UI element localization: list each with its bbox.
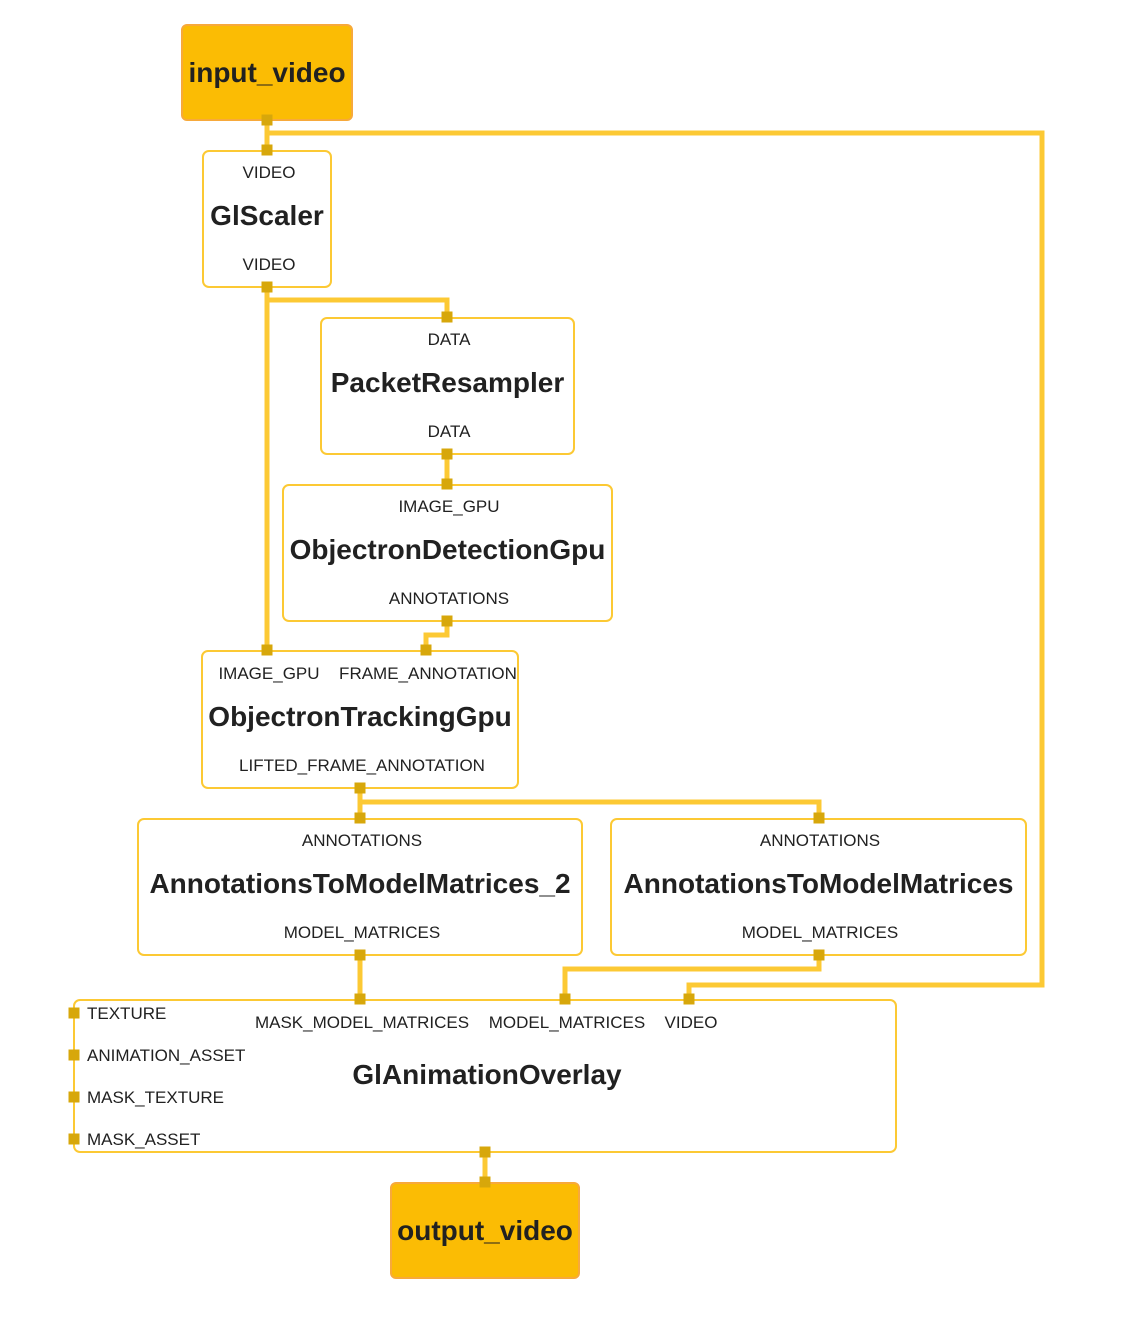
- input-port-label: VIDEO: [242, 163, 296, 182]
- port-connector: [813, 949, 825, 961]
- input-port-label: MODEL_MATRICES: [488, 1013, 646, 1032]
- node-title: ObjectronTrackingGpu: [208, 701, 512, 732]
- input-port-label: FRAME_ANNOTATION: [339, 664, 517, 683]
- port-connector: [261, 644, 273, 656]
- port-connector: [354, 949, 366, 961]
- edge-tracking-to-annotations: [360, 799, 822, 818]
- input-port-label: DATA: [427, 330, 471, 349]
- input-port-label: MASK_MODEL_MATRICES: [254, 1013, 470, 1032]
- node-title: GlAnimationOverlay: [352, 1059, 622, 1090]
- input-port-label: IMAGE_GPU: [218, 664, 320, 683]
- port-connector: [813, 812, 825, 824]
- port-connector: [354, 993, 366, 1005]
- annotations-to-model-matrices-node[interactable]: ANNOTATIONS AnnotationsToModelMatrices M…: [610, 818, 1027, 956]
- objectron-tracking-node[interactable]: IMAGE_GPU FRAME_ANNOTATION ObjectronTrac…: [201, 650, 519, 789]
- port-connector: [261, 114, 273, 126]
- edge-input-to-overlay-video: [267, 130, 1045, 999]
- input-port-label: IMAGE_GPU: [398, 497, 500, 516]
- node-title: GlScaler: [210, 200, 324, 231]
- port-connector: [683, 993, 695, 1005]
- side-packet-label: MASK_TEXTURE: [87, 1088, 224, 1107]
- edge-detection-to-tracking: [423, 621, 450, 650]
- port-connector: [68, 1091, 80, 1103]
- port-connector: [441, 615, 453, 627]
- objectron-detection-node[interactable]: IMAGE_GPU ObjectronDetectionGpu ANNOTATI…: [282, 484, 613, 622]
- packet-resampler-node[interactable]: DATA PacketResampler DATA: [320, 317, 575, 455]
- output-port-label: VIDEO: [242, 255, 296, 274]
- output-video-node[interactable]: output_video: [390, 1182, 580, 1279]
- side-packet-label: ANIMATION_ASSET: [87, 1046, 246, 1065]
- side-packet-label: TEXTURE: [87, 1004, 167, 1023]
- port-connector: [441, 478, 453, 490]
- port-connector: [261, 144, 273, 156]
- gl-animation-overlay-node[interactable]: TEXTURE ANIMATION_ASSET MASK_TEXTURE MAS…: [73, 999, 897, 1153]
- port-connector: [68, 1133, 80, 1145]
- port-connector: [68, 1007, 80, 1019]
- output-port-label: MODEL_MATRICES: [283, 923, 441, 942]
- port-connector: [441, 311, 453, 323]
- input-video-node[interactable]: input_video: [181, 24, 353, 121]
- output-port-label: DATA: [427, 422, 471, 441]
- port-connector: [354, 782, 366, 794]
- port-connector: [441, 448, 453, 460]
- port-connector: [479, 1146, 491, 1158]
- port-connector: [479, 1176, 491, 1188]
- input-port-label: VIDEO: [664, 1013, 718, 1032]
- glscaler-node[interactable]: VIDEO GlScaler VIDEO: [202, 150, 332, 288]
- input-port-label: ANNOTATIONS: [759, 831, 881, 850]
- node-title: PacketResampler: [330, 367, 565, 398]
- output-port-label: ANNOTATIONS: [388, 589, 510, 608]
- edge-glscaler-to-resampler: [267, 297, 450, 317]
- output-port-label: LIFTED_FRAME_ANNOTATION: [239, 756, 485, 775]
- node-title: input_video: [188, 56, 346, 88]
- input-port-label: ANNOTATIONS: [301, 831, 423, 850]
- node-title: AnnotationsToModelMatrices: [623, 868, 1014, 899]
- port-connector: [68, 1049, 80, 1061]
- port-connector: [420, 644, 432, 656]
- node-title: ObjectronDetectionGpu: [289, 534, 606, 565]
- side-packet-label: MASK_ASSET: [87, 1130, 201, 1149]
- port-connector: [261, 281, 273, 293]
- edge-annotations-to-overlay: [562, 955, 822, 999]
- node-title: output_video: [397, 1214, 573, 1246]
- annotations-to-model-matrices-2-node[interactable]: ANNOTATIONS AnnotationsToModelMatrices_2…: [137, 818, 583, 956]
- port-connector: [559, 993, 571, 1005]
- port-connector: [354, 812, 366, 824]
- node-title: AnnotationsToModelMatrices_2: [149, 868, 571, 899]
- output-port-label: MODEL_MATRICES: [741, 923, 899, 942]
